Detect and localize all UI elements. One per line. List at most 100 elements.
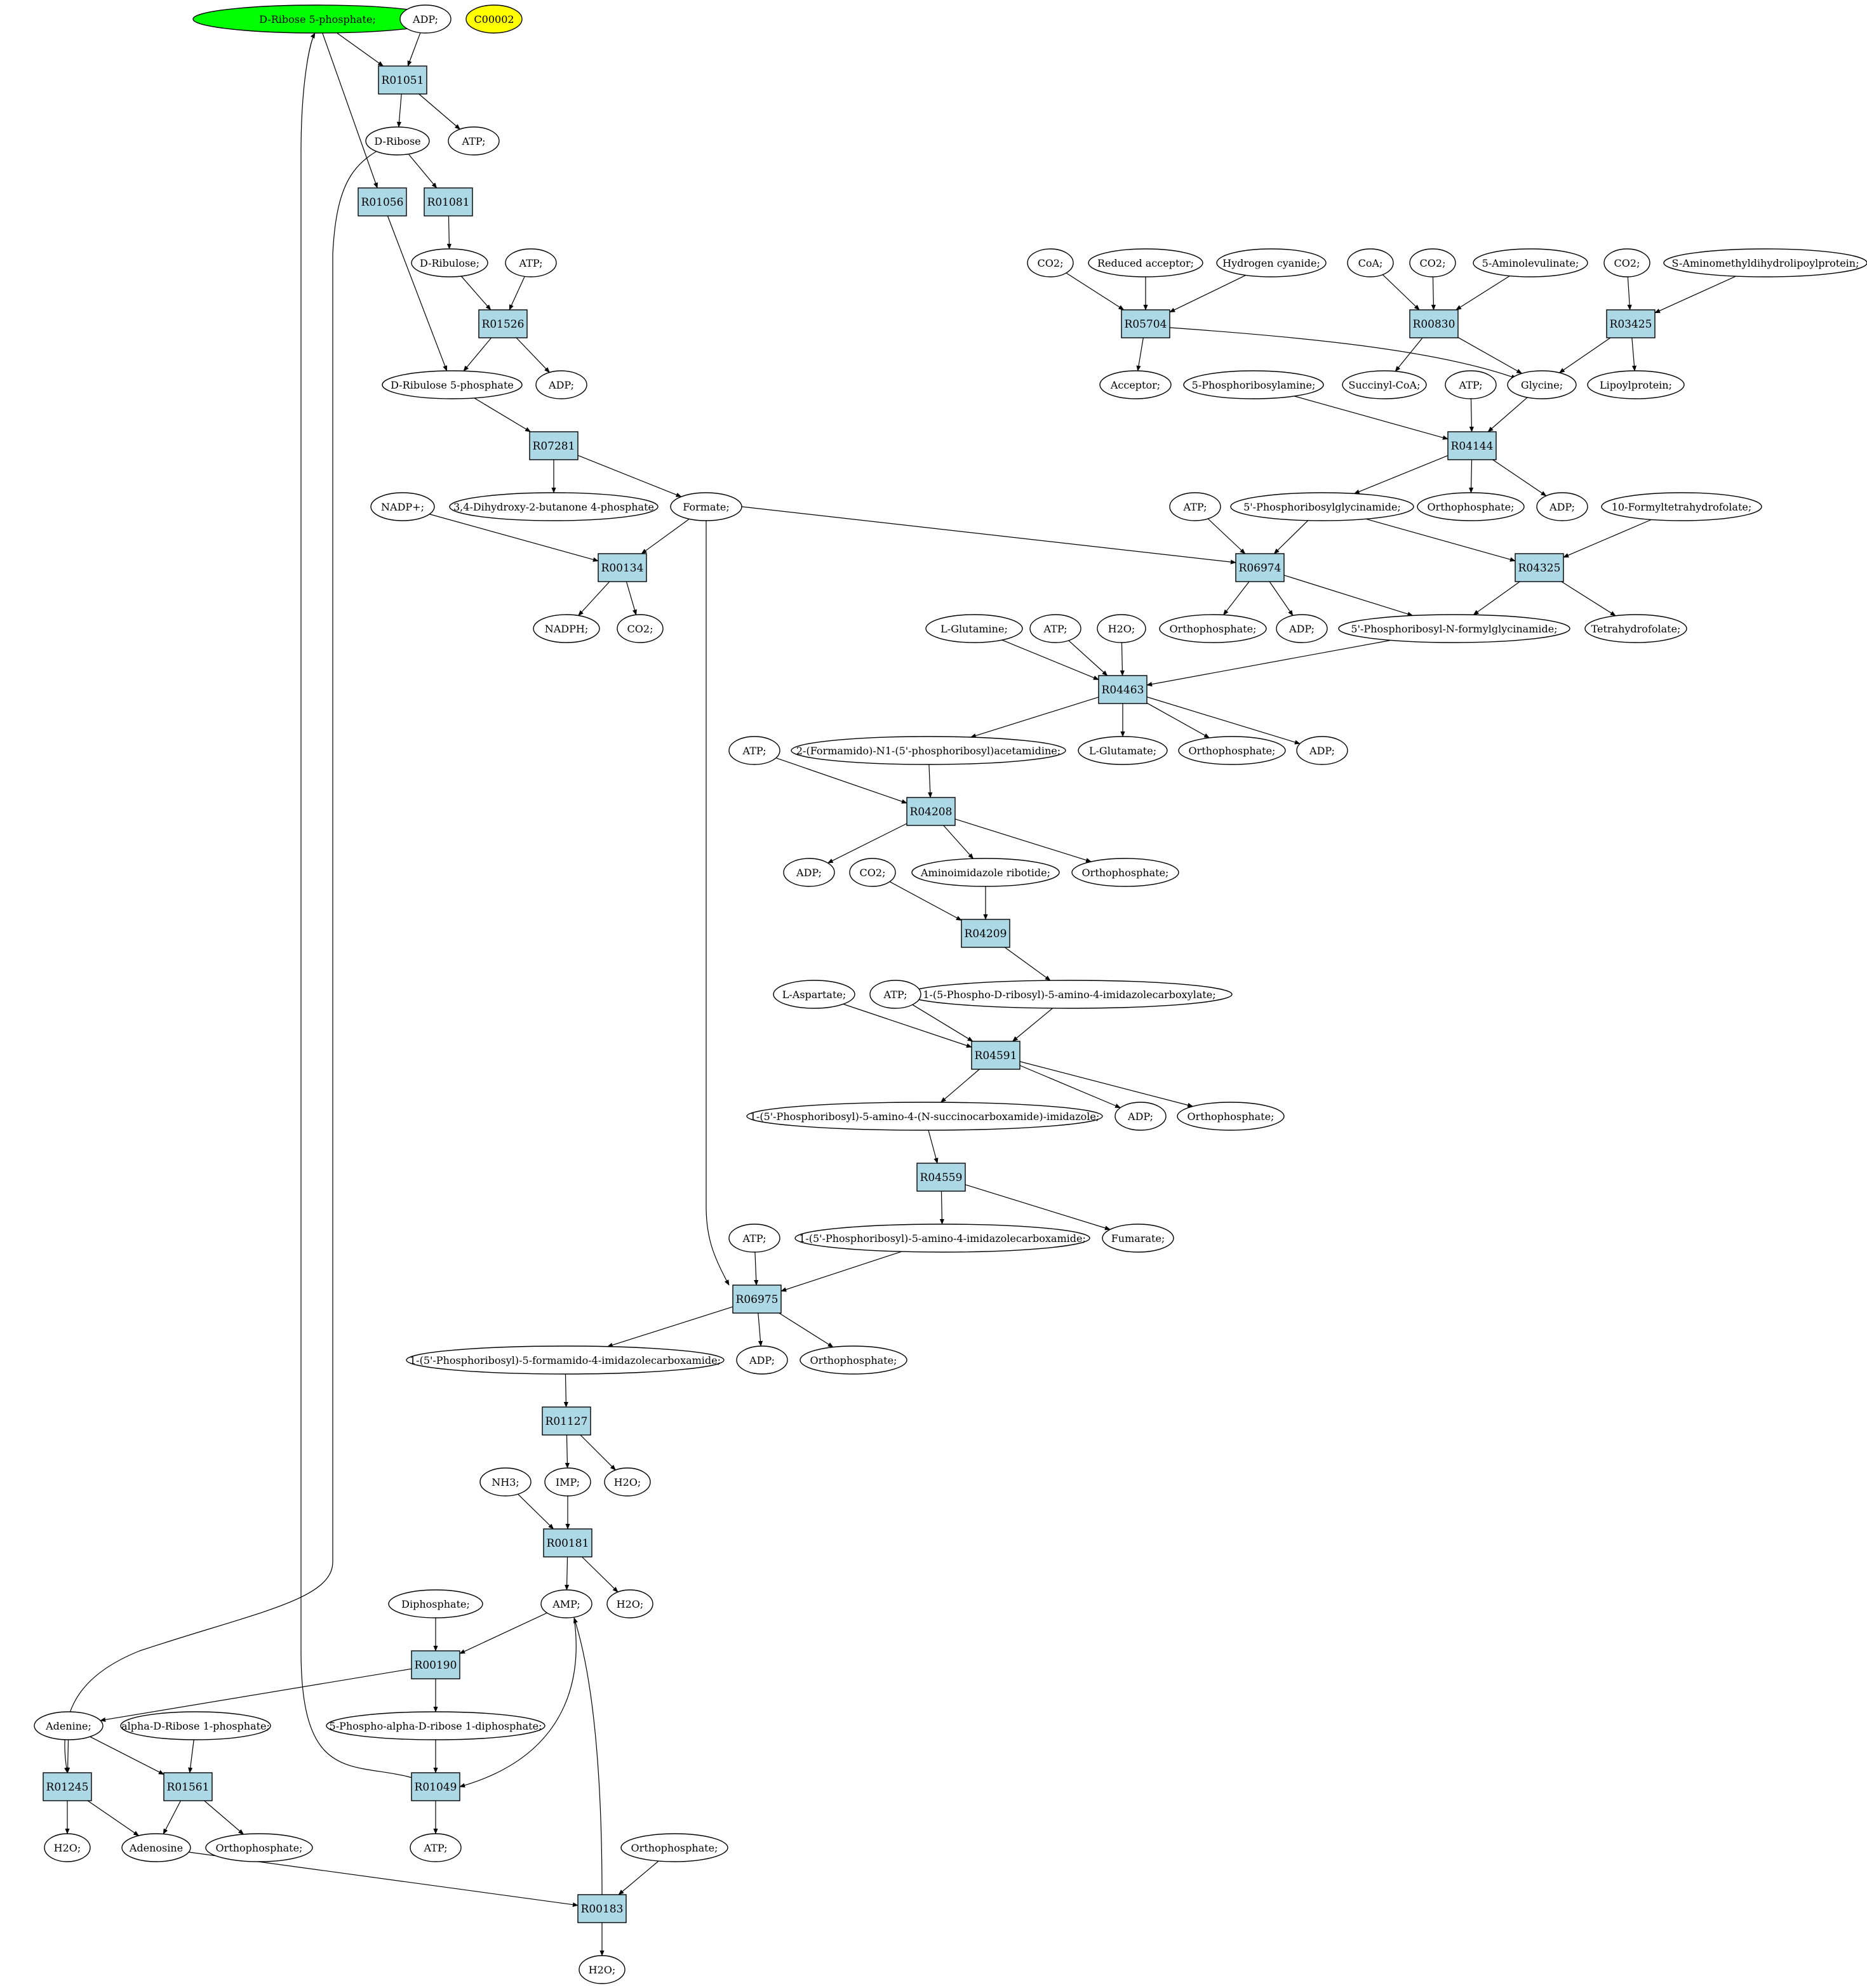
compound-node-hcn[interactable]: Hydrogen cyanide;	[1216, 248, 1327, 277]
compound-node-orth_8[interactable]: Orthophosphate;	[620, 1833, 728, 1862]
compound-node-succoa[interactable]: Succinyl-CoA;	[1342, 370, 1427, 399]
reaction-node-r04559[interactable]: R04559	[916, 1163, 966, 1192]
compound-node-co2_c[interactable]: CO2;	[1409, 248, 1456, 277]
reaction-node-r01051[interactable]: R01051	[378, 65, 427, 95]
compound-node-lgln[interactable]: L-Glutamine;	[925, 614, 1023, 643]
compound-node-c00002[interactable]: C00002	[465, 4, 523, 34]
compound-node-adp_4[interactable]: ADP;	[1276, 614, 1328, 643]
compound-node-h2o_4[interactable]: H2O;	[44, 1833, 91, 1862]
reaction-node-r06974[interactable]: R06974	[1235, 553, 1285, 582]
reaction-node-r01526[interactable]: R01526	[478, 309, 528, 338]
compound-node-adp_2[interactable]: ADP;	[535, 370, 587, 399]
compound-node-dr5p[interactable]: D-Ribose 5-phosphate;	[192, 4, 443, 34]
compound-node-adenosine[interactable]: Adenosine	[121, 1833, 191, 1862]
compound-node-atp_9[interactable]: ATP;	[410, 1833, 462, 1862]
reaction-node-r00190[interactable]: R00190	[411, 1650, 460, 1679]
compound-node-redacc[interactable]: Reduced acceptor;	[1088, 248, 1203, 277]
compound-node-h2o_3[interactable]: H2O;	[606, 1589, 653, 1618]
compound-node-nadp[interactable]: NADP+;	[370, 492, 435, 521]
compound-node-adenine[interactable]: Adenine;	[34, 1711, 104, 1740]
compound-node-dru5p[interactable]: D-Ribulose 5-phosphate	[382, 370, 523, 399]
compound-node-nadph[interactable]: NADPH;	[533, 614, 600, 643]
compound-node-amp[interactable]: AMP;	[540, 1589, 592, 1618]
reaction-node-r04463[interactable]: R04463	[1098, 675, 1148, 704]
compound-node-saicar[interactable]: 1-(5'-Phosphoribosyl)-5-amino-4-(N-succi…	[746, 1102, 1103, 1131]
reaction-node-r01245[interactable]: R01245	[43, 1772, 92, 1801]
compound-node-atp_2[interactable]: ATP;	[505, 248, 557, 277]
compound-node-adp_8[interactable]: ADP;	[736, 1345, 788, 1375]
compound-node-adp_5[interactable]: ADP;	[1296, 736, 1348, 765]
compound-node-co2_b[interactable]: CO2;	[1027, 248, 1074, 277]
compound-node-nh3[interactable]: NH3;	[479, 1467, 532, 1497]
compound-node-orth_3[interactable]: Orthophosphate;	[1178, 736, 1286, 765]
compound-node-orth_2[interactable]: Orthophosphate;	[1159, 614, 1267, 643]
compound-node-thf[interactable]: Tetrahydrofolate;	[1584, 614, 1687, 643]
reaction-node-r06975[interactable]: R06975	[732, 1284, 782, 1314]
compound-node-cair[interactable]: 1-(5-Phospho-D-ribosyl)-5-amino-4-imidaz…	[906, 980, 1233, 1009]
compound-node-imp[interactable]: IMP;	[544, 1467, 591, 1497]
compound-node-co2_e[interactable]: CO2;	[849, 858, 896, 887]
compound-node-faicar[interactable]: 1-(5'-Phosphoribosyl)-5-formamido-4-imid…	[406, 1345, 725, 1375]
compound-node-fthf10[interactable]: 10-Formyltetrahydrofolate;	[1601, 492, 1762, 521]
compound-node-dribose[interactable]: D-Ribose	[365, 126, 430, 156]
compound-node-fgam[interactable]: 2-(Formamido)-N1-(5'-phosphoribosyl)acet…	[791, 736, 1066, 765]
reaction-node-r01081[interactable]: R01081	[424, 187, 473, 217]
reaction-node-r01561[interactable]: R01561	[163, 1772, 213, 1801]
compound-node-atp_6[interactable]: ATP;	[728, 736, 780, 765]
compound-node-fgar[interactable]: 5'-Phosphoribosyl-N-formylglycinamide;	[1338, 614, 1570, 643]
compound-node-air[interactable]: Aminoimidazole ribotide;	[911, 858, 1060, 887]
compound-node-atp_4[interactable]: ATP;	[1169, 492, 1221, 521]
compound-node-h2o_1[interactable]: H2O;	[1097, 614, 1146, 643]
compound-node-dribulose[interactable]: D-Ribulose;	[411, 248, 488, 277]
compound-node-glycine[interactable]: Glycine;	[1507, 370, 1577, 399]
compound-node-orth_6[interactable]: Orthophosphate;	[800, 1345, 907, 1375]
compound-node-atp_3[interactable]: ATP;	[1445, 370, 1497, 399]
reaction-node-r01049[interactable]: R01049	[411, 1772, 460, 1801]
compound-node-h2o_5[interactable]: H2O;	[579, 1955, 626, 1984]
compound-node-lasp[interactable]: L-Aspartate;	[773, 980, 855, 1009]
compound-node-acceptor[interactable]: Acceptor;	[1099, 370, 1172, 399]
compound-node-samdlp[interactable]: S-Aminomethyldihydrolipoylprotein;	[1663, 248, 1867, 277]
compound-node-ala5[interactable]: 5-Aminolevulinate;	[1473, 248, 1588, 277]
reaction-node-r04144[interactable]: R04144	[1447, 431, 1497, 460]
compound-node-prpa[interactable]: 5-Phosphoribosylamine;	[1183, 370, 1324, 399]
compound-node-dhbp[interactable]: 3,4-Dihydroxy-2-butanone 4-phosphate	[449, 492, 659, 521]
compound-node-coa[interactable]: CoA;	[1347, 248, 1394, 277]
compound-node-adp_7[interactable]: ADP;	[1114, 1102, 1167, 1131]
compound-node-adp_top[interactable]: ADP;	[399, 4, 452, 34]
compound-node-h2o_2[interactable]: H2O;	[604, 1467, 651, 1497]
reaction-node-r00830[interactable]: R00830	[1409, 309, 1459, 338]
compound-node-orth_4[interactable]: Orthophosphate;	[1071, 858, 1179, 887]
compound-node-atp_5[interactable]: ATP;	[1029, 614, 1081, 643]
reaction-node-r01127[interactable]: R01127	[542, 1406, 591, 1436]
compound-node-atp_8[interactable]: ATP;	[728, 1224, 780, 1253]
reaction-node-r00183[interactable]: R00183	[577, 1894, 627, 1923]
reaction-node-r00134[interactable]: R00134	[598, 553, 647, 582]
compound-node-diphos[interactable]: Diphosphate;	[388, 1589, 483, 1618]
reaction-node-r04209[interactable]: R04209	[961, 919, 1010, 948]
compound-node-gar[interactable]: 5'-Phosphoribosylglycinamide;	[1230, 492, 1414, 521]
compound-node-co2_a[interactable]: CO2;	[617, 614, 664, 643]
compound-node-formate[interactable]: Formate;	[670, 492, 742, 521]
compound-node-prpp[interactable]: 5-Phospho-alpha-D-ribose 1-diphosphate;	[326, 1711, 545, 1740]
compound-node-adp_3[interactable]: ADP;	[1536, 492, 1588, 521]
reaction-node-r04325[interactable]: R04325	[1515, 553, 1564, 582]
compound-node-fumarate[interactable]: Fumarate;	[1102, 1224, 1174, 1253]
reaction-node-r03425[interactable]: R03425	[1606, 309, 1656, 338]
compound-node-lipoyl[interactable]: Lipoylprotein;	[1587, 370, 1685, 399]
reaction-node-r04591[interactable]: R04591	[971, 1041, 1020, 1070]
reaction-node-r04208[interactable]: R04208	[906, 797, 956, 826]
compound-node-adp_6[interactable]: ADP;	[783, 858, 835, 887]
reaction-node-r00181[interactable]: R00181	[543, 1528, 592, 1558]
compound-node-atp_7[interactable]: ATP;	[869, 980, 921, 1009]
reaction-node-r05704[interactable]: R05704	[1121, 309, 1170, 338]
compound-node-atp_1[interactable]: ATP;	[448, 126, 500, 156]
compound-node-orth_5[interactable]: Orthophosphate;	[1177, 1102, 1285, 1131]
reaction-node-r01056[interactable]: R01056	[358, 187, 407, 217]
compound-node-orth_1[interactable]: Orthophosphate;	[1417, 492, 1525, 521]
compound-node-lglu[interactable]: L-Glutamate;	[1078, 736, 1168, 765]
compound-node-aicar[interactable]: 1-(5'-Phosphoribosyl)-5-amino-4-imidazol…	[794, 1224, 1090, 1253]
compound-node-orth_7[interactable]: Orthophosphate;	[205, 1833, 313, 1862]
reaction-node-r07281[interactable]: R07281	[529, 431, 579, 460]
compound-node-adr1p[interactable]: alpha-D-Ribose 1-phosphate;	[120, 1711, 271, 1740]
